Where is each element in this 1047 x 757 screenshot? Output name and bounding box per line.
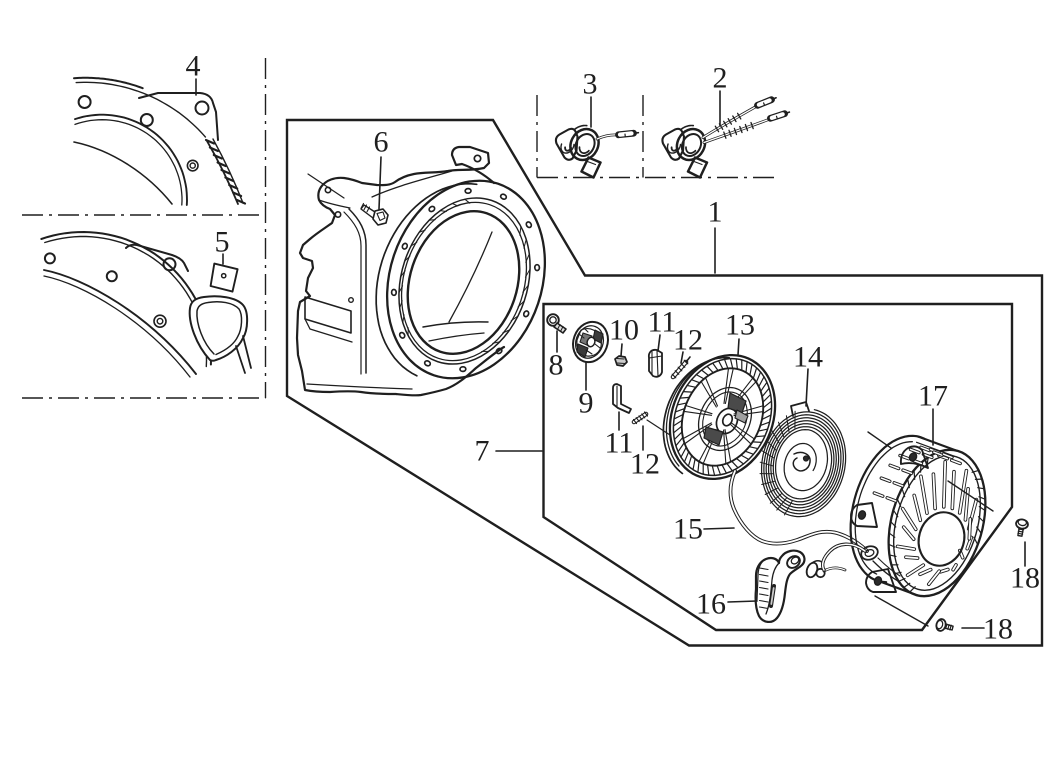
svg-text:9: 9 [579, 387, 594, 420]
svg-text:3: 3 [583, 68, 598, 101]
svg-text:5: 5 [215, 226, 230, 259]
svg-text:6: 6 [374, 126, 389, 159]
svg-text:15: 15 [673, 513, 703, 546]
svg-text:18: 18 [983, 613, 1013, 646]
svg-text:4: 4 [186, 50, 201, 83]
svg-text:12: 12 [630, 448, 660, 481]
svg-text:1: 1 [708, 196, 723, 229]
svg-text:7: 7 [475, 435, 490, 468]
svg-text:12: 12 [673, 324, 703, 357]
svg-text:8: 8 [549, 349, 564, 382]
svg-text:2: 2 [713, 62, 728, 95]
svg-text:17: 17 [918, 380, 948, 413]
svg-text:16: 16 [696, 588, 726, 621]
svg-text:13: 13 [725, 309, 755, 342]
svg-text:10: 10 [609, 314, 639, 347]
